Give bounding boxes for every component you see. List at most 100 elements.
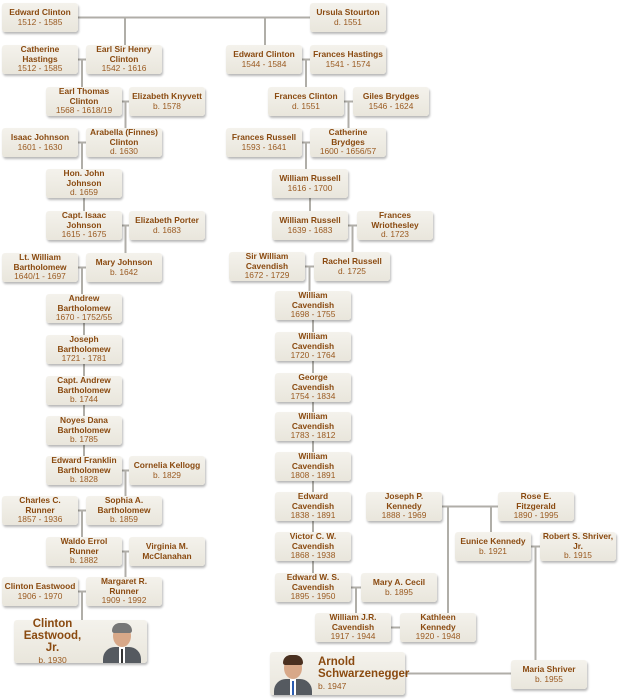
person-name: Giles Brydges xyxy=(362,91,420,101)
person-dates: 1909 - 1992 xyxy=(101,595,147,606)
person-dates: d. 1723 xyxy=(381,229,409,240)
person-name: Earl Sir Henry Clinton xyxy=(96,44,152,64)
person-name: William Russell xyxy=(279,215,341,225)
person-dates: b. 1930 xyxy=(38,654,67,665)
person-clinton-eastwood-jr[interactable]: Clinton Eastwood, Jr.b. 1930 xyxy=(14,618,147,665)
person-dates: 1639 - 1683 xyxy=(287,224,333,235)
person-name: Elizabeth Porter xyxy=(135,215,199,225)
person-name: Arabella (Finnes) Clinton xyxy=(90,127,158,147)
person-dates: b. 1895 xyxy=(385,586,413,597)
person-name: Edward Cavendish xyxy=(291,491,335,511)
person-name: Catherine Hastings xyxy=(20,44,60,64)
person-dates: b. 1828 xyxy=(70,474,98,485)
person-name: Frances Wriothesley xyxy=(371,210,419,230)
person-name: Catherine Brydges xyxy=(328,127,368,147)
person-dates: 1890 - 1995 xyxy=(513,510,559,521)
portrait-photo-icon xyxy=(101,621,143,663)
person-name: Lt. William Bartholomew xyxy=(13,252,67,272)
person-name: Rachel Russell xyxy=(322,256,382,266)
person-dates: b. 1947 xyxy=(318,680,347,691)
person-name: Waldo Errol Runner xyxy=(60,536,108,556)
person-name: Edward Franklin Bartholomew xyxy=(51,455,117,475)
person-dates: 1512 - 1585 xyxy=(17,63,63,74)
person-dates: 1670 - 1752/55 xyxy=(55,312,113,323)
person-robert-s-shriver-jr[interactable]: Robert S. Shriver, Jr.b. 1915 xyxy=(540,532,616,561)
person-dates: 1895 - 1950 xyxy=(290,591,336,602)
person-dates: 1721 - 1781 xyxy=(61,353,107,364)
person-dates: 1640/1 - 1697 xyxy=(14,271,66,282)
person-dates: 1838 - 1891 xyxy=(290,510,336,521)
person-name: Edward Clinton xyxy=(9,7,71,17)
person-name: Kathleen Kennedy xyxy=(420,612,456,632)
person-dates: b. 1955 xyxy=(535,673,563,684)
person-name: William Cavendish xyxy=(291,290,335,310)
person-dates: 1616 - 1700 xyxy=(287,182,333,193)
person-dates: 1546 - 1624 xyxy=(368,100,414,111)
person-name: William Cavendish xyxy=(291,411,335,431)
person-dates: 1783 - 1812 xyxy=(290,430,336,441)
person-virginia-m-mcclanahan[interactable]: Virginia M. McClanahan xyxy=(129,537,205,566)
person-dates: 1615 - 1675 xyxy=(61,229,107,240)
person-dates: 1672 - 1729 xyxy=(244,270,290,281)
person-dates: d. 1551 xyxy=(334,16,362,27)
person-name: Sophia A. Bartholomew xyxy=(97,495,151,515)
person-dates: b. 1859 xyxy=(110,514,138,525)
person-name: Frances Hastings xyxy=(313,49,383,59)
portrait-photo-icon xyxy=(272,653,314,695)
person-dates: 1920 - 1948 xyxy=(415,631,461,642)
person-dates: 1568 - 1618/19 xyxy=(55,105,113,116)
person-name: Margaret R. Runner xyxy=(100,576,148,596)
